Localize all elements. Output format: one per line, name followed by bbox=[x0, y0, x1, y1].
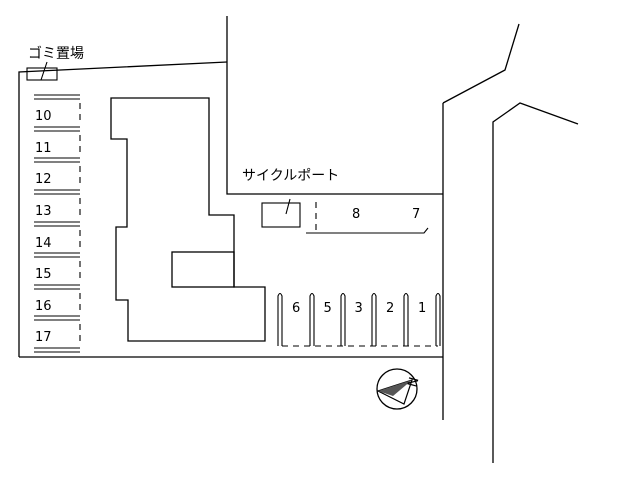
stall-divider bbox=[34, 284, 80, 290]
bottom-parking-stalls bbox=[277, 292, 441, 347]
space-label-1: 1 bbox=[418, 301, 426, 316]
space-label-13: 13 bbox=[35, 204, 52, 219]
left-parking-stalls bbox=[34, 94, 81, 353]
space-label-8: 8 bbox=[352, 207, 360, 222]
space-label-3: 3 bbox=[355, 301, 363, 316]
garbage-label: ゴミ置場 bbox=[28, 45, 84, 62]
north-label: N bbox=[405, 376, 422, 389]
building bbox=[110, 97, 266, 342]
space-label-5: 5 bbox=[324, 301, 332, 316]
stall-divider bbox=[34, 315, 80, 321]
space-label-17: 17 bbox=[35, 330, 52, 345]
stall-divider bbox=[34, 347, 80, 353]
left-space-labels: 10 11 12 13 14 15 16 17 bbox=[35, 109, 52, 345]
space-label-7: 7 bbox=[412, 207, 420, 222]
stall-divider bbox=[34, 189, 80, 195]
stall-divider bbox=[309, 292, 315, 346]
space-label-2: 2 bbox=[386, 301, 394, 316]
stall-divider bbox=[277, 292, 283, 346]
stall-divider bbox=[34, 252, 80, 258]
stall-divider bbox=[340, 292, 346, 346]
space-label-16: 16 bbox=[35, 299, 52, 314]
site-boundary bbox=[18, 16, 444, 420]
stall-divider bbox=[34, 126, 80, 132]
stall-divider bbox=[34, 94, 80, 100]
north-arrow-icon bbox=[376, 368, 418, 410]
space-label-11: 11 bbox=[35, 141, 52, 156]
space-label-6: 6 bbox=[292, 301, 300, 316]
space-label-10: 10 bbox=[35, 109, 52, 124]
stall-divider bbox=[371, 292, 377, 346]
stall-divider bbox=[435, 292, 441, 346]
bottom-space-labels: 6 5 3 2 1 bbox=[292, 301, 426, 316]
space-label-12: 12 bbox=[35, 172, 52, 187]
road bbox=[442, 23, 579, 463]
stall-divider bbox=[34, 157, 80, 163]
cycle-port bbox=[261, 198, 301, 228]
stall-divider bbox=[403, 292, 409, 346]
top-parking-row bbox=[306, 202, 429, 234]
cycle-port-label: サイクルポート bbox=[242, 168, 339, 184]
stall-divider bbox=[34, 221, 80, 227]
space-label-14: 14 bbox=[35, 236, 52, 251]
garbage-area bbox=[26, 61, 58, 81]
space-label-15: 15 bbox=[35, 267, 52, 282]
